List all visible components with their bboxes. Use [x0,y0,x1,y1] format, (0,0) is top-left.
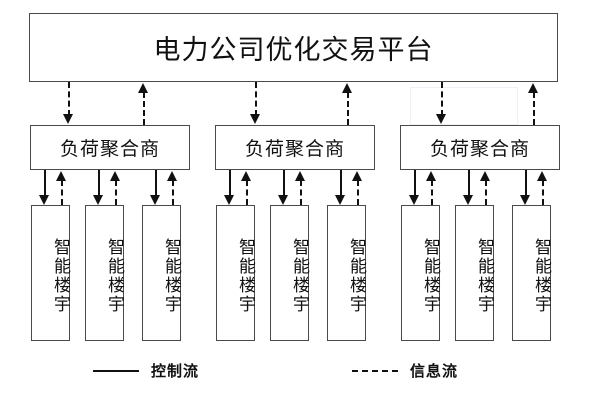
building-label-3: 智能楼宇 [162,238,181,314]
building-label-1: 智能楼宇 [51,238,70,314]
legend-solid-line-icon [93,369,139,372]
aggregator-box-1: 负荷聚合商 [30,125,190,170]
building-label-5: 智能楼宇 [290,238,309,314]
building-label-8: 智能楼宇 [475,238,494,314]
building-label-9: 智能楼宇 [532,238,551,314]
building-label-2: 智能楼宇 [105,238,124,314]
aggregator-box-2: 负荷聚合商 [215,125,375,170]
platform-label: 电力公司优化交易平台 [153,35,434,65]
legend-information-flow: 信息流 [352,360,458,381]
aggregator-label-2: 负荷聚合商 [244,139,345,160]
building-box-2: 智能楼宇 [85,205,124,341]
building-box-5: 智能楼宇 [270,205,309,341]
legend-control-flow: 控制流 [93,360,199,381]
building-box-6: 智能楼宇 [327,205,366,341]
building-label-4: 智能楼宇 [236,238,255,314]
building-box-4: 智能楼宇 [216,205,255,341]
building-box-3: 智能楼宇 [142,205,181,341]
legend-information-flow-label: 信息流 [410,362,459,380]
legend-dashed-line-icon [352,369,398,372]
platform-box: 电力公司优化交易平台 [29,13,558,82]
aggregator-box-3: 负荷聚合商 [400,125,560,170]
building-box-8: 智能楼宇 [455,205,494,341]
building-box-7: 智能楼宇 [401,205,440,341]
legend-control-flow-label: 控制流 [151,362,200,380]
aggregator-label-3: 负荷聚合商 [429,139,530,160]
building-box-9: 智能楼宇 [512,205,551,341]
aggregator-label-1: 负荷聚合商 [59,139,160,160]
selection-artifact [410,87,518,125]
building-label-6: 智能楼宇 [347,238,366,314]
building-label-7: 智能楼宇 [421,238,440,314]
building-box-1: 智能楼宇 [31,205,70,341]
